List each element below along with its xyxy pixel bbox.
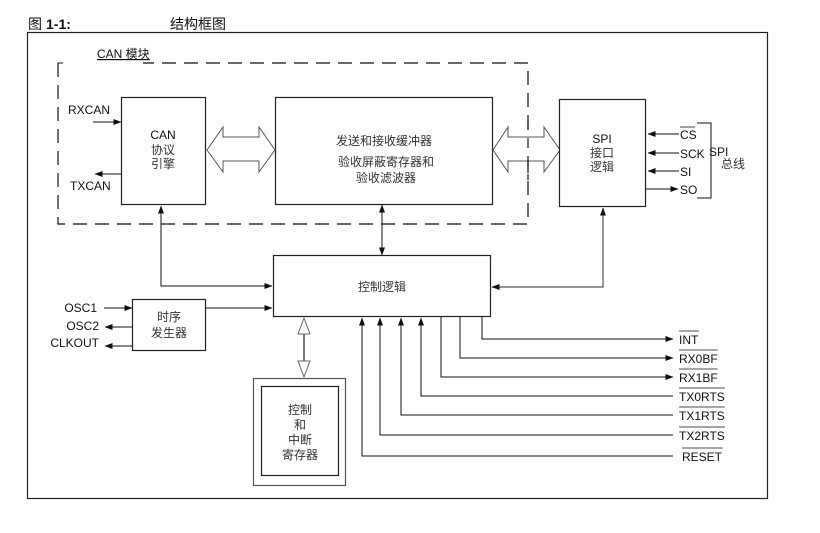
pin-line-tx0rts bbox=[418, 317, 673, 397]
buffers-label-3: 验收滤波器 bbox=[356, 170, 416, 185]
control-pins-group: INT RX0BF RX1BF TX0RTS TX1RTS TX2RTS RESET bbox=[359, 317, 725, 464]
pin-line-rx1bf bbox=[440, 317, 674, 380]
pin-line-rx0bf bbox=[459, 317, 674, 361]
buffers-label-1: 发送和接收缓冲器 bbox=[336, 133, 432, 148]
spi-bus-label-1: SPI bbox=[709, 145, 728, 159]
cs-label: CS bbox=[680, 128, 697, 142]
figure-number: 1-1: bbox=[46, 16, 71, 32]
bus-arrow-can-buffers bbox=[206, 125, 276, 174]
can-engine-label-2: 协议 bbox=[151, 142, 175, 157]
spi-label-3: 逻辑 bbox=[590, 160, 614, 174]
can-module-label: CAN 模块 bbox=[97, 47, 150, 61]
can-control-link bbox=[160, 215, 273, 289]
pin-label-rx1bf: RX1BF bbox=[679, 371, 718, 385]
spi-bus-label-2: 总线 bbox=[721, 157, 745, 171]
figure-title: 结构框图 bbox=[170, 17, 226, 33]
buffers-label-2: 验收屏蔽寄存器和 bbox=[338, 154, 434, 169]
registers-label-4: 寄存器 bbox=[282, 447, 318, 462]
timing-generator-block bbox=[131, 298, 207, 352]
pin-label-rx0bf: RX0BF bbox=[679, 352, 718, 366]
registers-label-3: 中断 bbox=[288, 432, 312, 447]
pin-line-tx1rts bbox=[398, 317, 673, 416]
control-logic-block bbox=[272, 254, 492, 318]
osc2-label: OSC2 bbox=[66, 319, 99, 333]
bus-arrow-buffers-spi bbox=[492, 125, 561, 174]
can-engine-label-1: CAN bbox=[150, 128, 175, 142]
rxcan-label: RXCAN bbox=[68, 103, 110, 117]
can-module-boundary bbox=[57, 62, 529, 225]
clkout-label: CLKOUT bbox=[50, 336, 99, 350]
pin-line-reset bbox=[359, 317, 673, 457]
registers-control-bus bbox=[297, 316, 311, 379]
pin-line-int bbox=[481, 317, 674, 342]
registers-label-2: 和 bbox=[294, 418, 306, 432]
pin-label-tx0rts: TX0RTS bbox=[679, 390, 725, 404]
pin-line-tx2rts bbox=[377, 317, 673, 436]
so-label: SO bbox=[680, 183, 697, 197]
sck-label: SCK bbox=[680, 147, 705, 161]
pin-label-tx2rts: TX2RTS bbox=[679, 429, 725, 443]
buffers-block bbox=[274, 96, 494, 206]
pin-label-reset: RESET bbox=[682, 450, 723, 464]
spi-interface-block bbox=[558, 98, 647, 208]
control-logic-label: 控制逻辑 bbox=[358, 280, 406, 294]
spi-control-link bbox=[491, 215, 604, 290]
txcan-label: TXCAN bbox=[70, 179, 111, 193]
timing-label-1: 时序 bbox=[157, 309, 181, 324]
timing-label-2: 发生器 bbox=[151, 325, 187, 340]
pin-label-int: INT bbox=[679, 333, 699, 347]
osc1-label: OSC1 bbox=[64, 301, 97, 315]
spi-label-2: 接口 bbox=[590, 145, 614, 160]
can-engine-label-3: 引擎 bbox=[151, 156, 175, 171]
pin-label-tx1rts: TX1RTS bbox=[679, 409, 725, 423]
registers-label-1: 控制 bbox=[288, 403, 312, 417]
spi-bus-bracket bbox=[697, 122, 712, 199]
outer-frame bbox=[26, 31, 769, 500]
registers-block bbox=[260, 385, 340, 477]
can-protocol-engine-block bbox=[120, 96, 207, 206]
si-label: SI bbox=[680, 165, 691, 179]
figure-prefix: 图 bbox=[28, 17, 42, 33]
spi-label-1: SPI bbox=[592, 132, 611, 146]
